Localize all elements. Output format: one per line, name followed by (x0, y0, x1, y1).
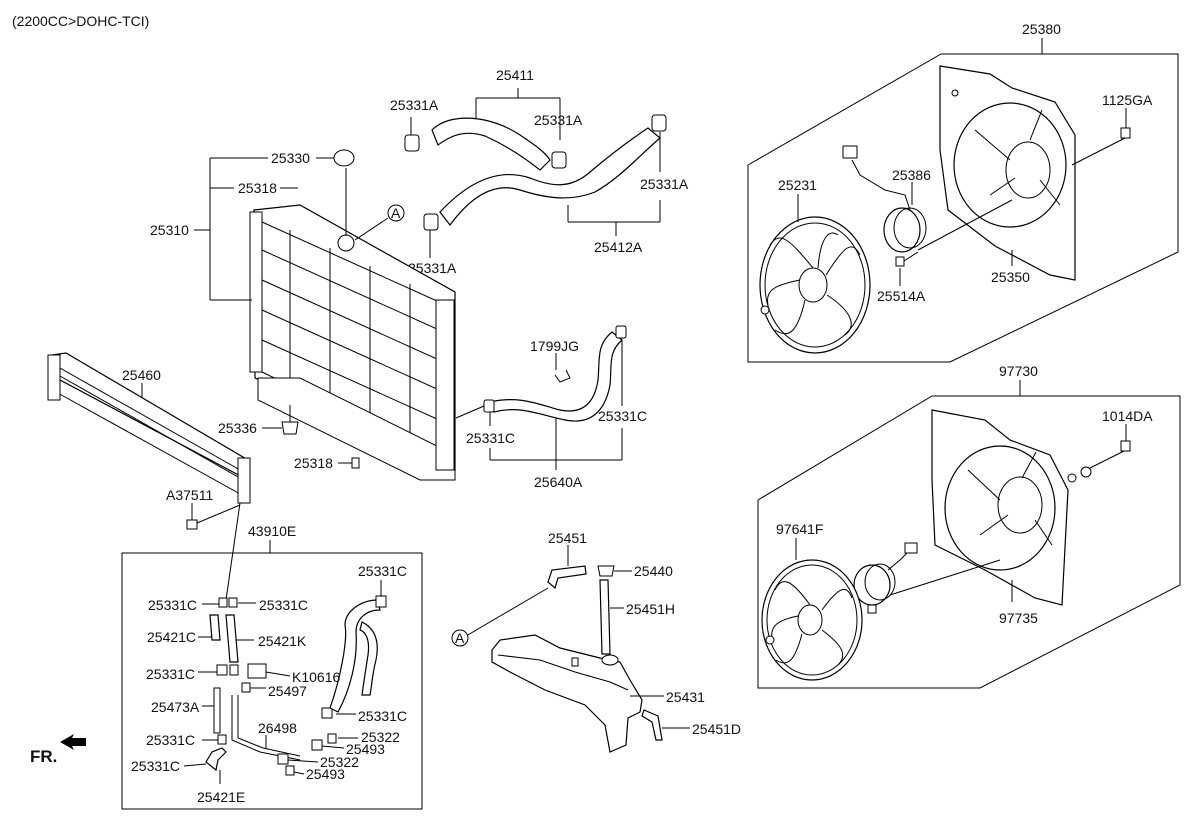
callout-25331A-1: 25331A (390, 97, 439, 113)
fan-assembly-upper: 25380 1125GA 25386 (747, 21, 1179, 363)
callout-25322-2: 25322 (320, 754, 359, 770)
hose-kit-parts (205, 595, 387, 776)
callout-25412A: 25412A (594, 239, 643, 255)
cap-25440 (597, 565, 615, 577)
screw-1125GA (1071, 127, 1131, 166)
callout-25460: 25460 (122, 367, 161, 383)
cooler-25460 (47, 352, 251, 504)
callout-25318-2: 25318 (294, 455, 333, 471)
front-direction-arrow-icon (60, 734, 86, 750)
fan-assembly-lower: 97730 1014DA (757, 363, 1181, 689)
callout-25331C-5: 25331C (259, 597, 308, 613)
hose-kit-box-43910E (121, 552, 423, 810)
callout-25331C-7: 25331C (358, 708, 407, 724)
callout-25380: 25380 (1022, 21, 1061, 37)
ref-A-lower-label: A (455, 630, 465, 646)
fan-blade-upper (759, 216, 871, 354)
screw-25514A (895, 251, 919, 267)
callout-25331C-4: 25331C (148, 597, 197, 613)
callout-1125GA: 1125GA (1102, 92, 1153, 108)
callout-25421E: 25421E (197, 789, 245, 805)
callout-25330: 25330 (271, 150, 310, 166)
mount-25336 (281, 405, 299, 435)
bolt-A37511 (186, 504, 241, 530)
fan-shroud-lower (931, 409, 1069, 606)
callout-K10616: K10616 (292, 669, 340, 685)
callout-25331A-3: 25331A (640, 176, 689, 192)
ref-A-upper (354, 204, 405, 241)
screw-1014DA (1067, 440, 1131, 483)
callout-25493-2: 25493 (306, 766, 345, 782)
front-direction-label: FR. (30, 747, 57, 766)
fan-motor-lower (853, 542, 1001, 614)
callout-25421K: 25421K (258, 633, 307, 649)
fan-shroud-upper (939, 65, 1076, 281)
callout-25331A-2: 25331A (534, 112, 583, 128)
callout-25231: 25231 (778, 177, 817, 193)
fan-motor-upper (842, 145, 1013, 253)
callout-25440: 25440 (634, 563, 673, 579)
clamp-25331A-d (423, 213, 439, 231)
callout-26498: 26498 (258, 720, 297, 736)
callout-25493-1: 25493 (346, 741, 385, 757)
callout-A37511: A37511 (166, 487, 213, 503)
clamp-25331A-a (404, 134, 420, 152)
hose-25451 (465, 565, 587, 637)
clamp-25331A-c (651, 114, 667, 132)
callout-25386: 25386 (892, 167, 931, 183)
callout-1014DA: 1014DA (1102, 408, 1153, 424)
callout-25331C-3: 25331C (358, 563, 407, 579)
clamp-25331A-b (551, 151, 567, 169)
engine-spec-label: (2200CC>DOHC-TCI) (12, 13, 149, 29)
callout-25451H: 25451H (626, 601, 675, 617)
callout-25514A: 25514A (877, 288, 926, 304)
ref-A-upper-label: A (391, 205, 401, 221)
radiator-cap-25330 (333, 149, 355, 236)
callout-25411: 25411 (496, 67, 534, 83)
callout-97735: 97735 (999, 610, 1038, 626)
callout-25331C-1: 25331C (466, 430, 515, 446)
callout-25331C-6: 25331C (146, 666, 195, 682)
clip-1799JG (554, 369, 571, 383)
callout-25336: 25336 (218, 420, 257, 436)
ref-A-lower (451, 629, 469, 647)
callout-25497: 25497 (268, 683, 307, 699)
callout-1799JG: 1799JG (530, 338, 579, 354)
callout-25331C-9: 25331C (131, 758, 180, 774)
callout-25473A: 25473A (151, 699, 200, 715)
hose-25451H (599, 579, 611, 655)
reservoir-25431 (491, 634, 643, 753)
callout-43910E: 43910E (248, 523, 296, 539)
upper-hoses (404, 114, 667, 231)
callout-25331C-8: 25331C (146, 732, 195, 748)
callout-25431: 25431 (666, 689, 705, 705)
fan-blade-lower (761, 559, 863, 681)
callout-97641F: 97641F (776, 521, 823, 537)
callout-25331C-2: 25331C (598, 408, 647, 424)
callout-25421C: 25421C (147, 629, 196, 645)
callout-97730: 97730 (999, 363, 1038, 379)
callout-25451: 25451 (548, 530, 587, 546)
callout-25318-1: 25318 (238, 180, 277, 196)
callout-25310: 25310 (150, 222, 189, 238)
radiator-core (249, 204, 456, 481)
callout-25640A: 25640A (534, 474, 583, 490)
callout-25451D: 25451D (692, 721, 741, 737)
hose-25451D (641, 709, 663, 741)
bracket-25318 (351, 457, 360, 469)
callout-25322-1: 25322 (361, 729, 400, 745)
callout-25350: 25350 (991, 269, 1030, 285)
